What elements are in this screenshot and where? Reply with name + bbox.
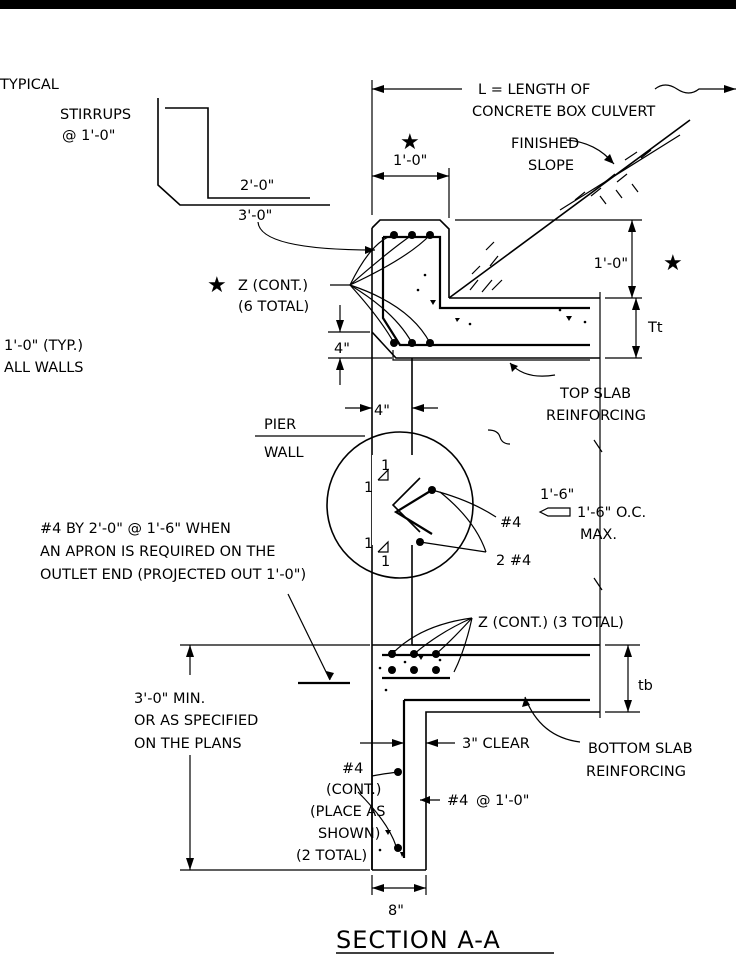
tb-label: tb (638, 678, 653, 694)
length-definition-line1: L = LENGTH OF (478, 82, 590, 98)
slope-ratio-bottom-2: 1 (381, 554, 390, 570)
bar4-vertical-spacing-label: @ 1'-0" (476, 793, 529, 809)
top-slab-label-line1: TOP SLAB (559, 386, 631, 402)
sheet-top-border (0, 0, 736, 9)
cont-bar-label-line3: (PLACE AS (310, 804, 386, 820)
min-height-label-line3: ON THE PLANS (134, 736, 242, 752)
typ-walls-label-line1: 1'-0" (TYP.) (4, 338, 83, 354)
top-slab-label-line2: REINFORCING (546, 408, 646, 424)
apron-note-line1: #4 BY 2'-0" @ 1'-6" WHEN (40, 521, 231, 537)
z-cont-3-label: Z (CONT.) (3 TOTAL) (478, 615, 624, 631)
typ-walls-label-line2: ALL WALLS (4, 360, 84, 376)
top-corner-reinforcing (349, 231, 590, 361)
wall-outline (371, 219, 601, 871)
annotations: TYPICAL STIRRUPS @ 1'-0" 2'-0" 3'-0" L =… (0, 77, 693, 954)
bar4-detail-label: #4 (500, 515, 521, 531)
cont-bar-label-line1: #4 (342, 761, 363, 777)
slope-ratio-top-1: 1 (381, 458, 390, 474)
detail-circle (326, 431, 497, 579)
dimension-lines (180, 80, 736, 895)
chamfer-dim-label: 4" (334, 341, 350, 357)
typical-label: TYPICAL (0, 77, 59, 93)
finished-slope-label-line1: FINISHED (511, 136, 579, 152)
leader-lines (330, 284, 581, 847)
finished-slope-label-line2: SLOPE (528, 158, 574, 174)
bar-2-4-label: 2 #4 (496, 553, 531, 569)
pier-label-line1: PIER (264, 417, 296, 433)
stirrups-label: STIRRUPS (60, 107, 131, 123)
spacing-max-label: MAX. (580, 527, 617, 543)
cont-bar-label-line4: SHOWN) (318, 826, 380, 842)
star-marker-top: ★ (400, 130, 420, 155)
bar4-vertical-label: #4 (447, 793, 468, 809)
spacing-small-label: 1'-6" (540, 487, 574, 503)
section-title: SECTION A-A (336, 926, 501, 954)
bottom-slab-label-line2: REINFORCING (586, 764, 686, 780)
stirrup-leg-label: 2'-0" (240, 178, 274, 194)
z-total-label: (6 TOTAL) (238, 299, 309, 315)
min-height-label-line2: OR AS SPECIFIED (134, 713, 258, 729)
stirrups-spacing-label: @ 1'-0" (62, 128, 115, 144)
top-dim-label: 1'-0" (594, 256, 628, 272)
cont-bar-label-line5: (2 TOTAL) (296, 848, 367, 864)
stirrup-sketch (157, 98, 376, 254)
min-height-label-line1: 3'-0" MIN. (134, 691, 205, 707)
apron-note-line2: AN APRON IS REQUIRED ON THE (40, 544, 275, 560)
clear-cover-label: 3" CLEAR (462, 736, 530, 752)
pier-label-line2: WALL (264, 445, 304, 461)
star-marker-right: ★ (663, 251, 683, 276)
apron-bar (287, 593, 350, 685)
tt-label: Tt (647, 320, 663, 336)
bottom-slab-label-line1: BOTTOM SLAB (588, 741, 693, 757)
bottom-corner-reinforcing (382, 617, 590, 858)
spacing-oc-label: 1'-6" O.C. (577, 505, 646, 521)
length-definition-line2: CONCRETE BOX CULVERT (472, 104, 655, 120)
stirrup-length-label: 3'-0" (238, 208, 272, 224)
concrete-aggregate-hatching (378, 273, 587, 857)
apron-note-line3: OUTLET END (PROJECTED OUT 1'-0") (40, 567, 306, 583)
bottom-width-label: 8" (388, 903, 404, 919)
slope-ratio-bottom-1: 1 (364, 536, 373, 552)
wall-thickness-label: 4" (374, 403, 390, 419)
finished-slope (448, 119, 691, 299)
slope-ratio-top-2: 1 (364, 480, 373, 496)
z-cont-label: Z (CONT.) (238, 278, 308, 294)
star-marker-z: ★ (207, 273, 227, 298)
wall-top-width-label: 1'-0" (393, 153, 427, 169)
cont-bar-label-line2: (CONT.) (326, 782, 381, 798)
